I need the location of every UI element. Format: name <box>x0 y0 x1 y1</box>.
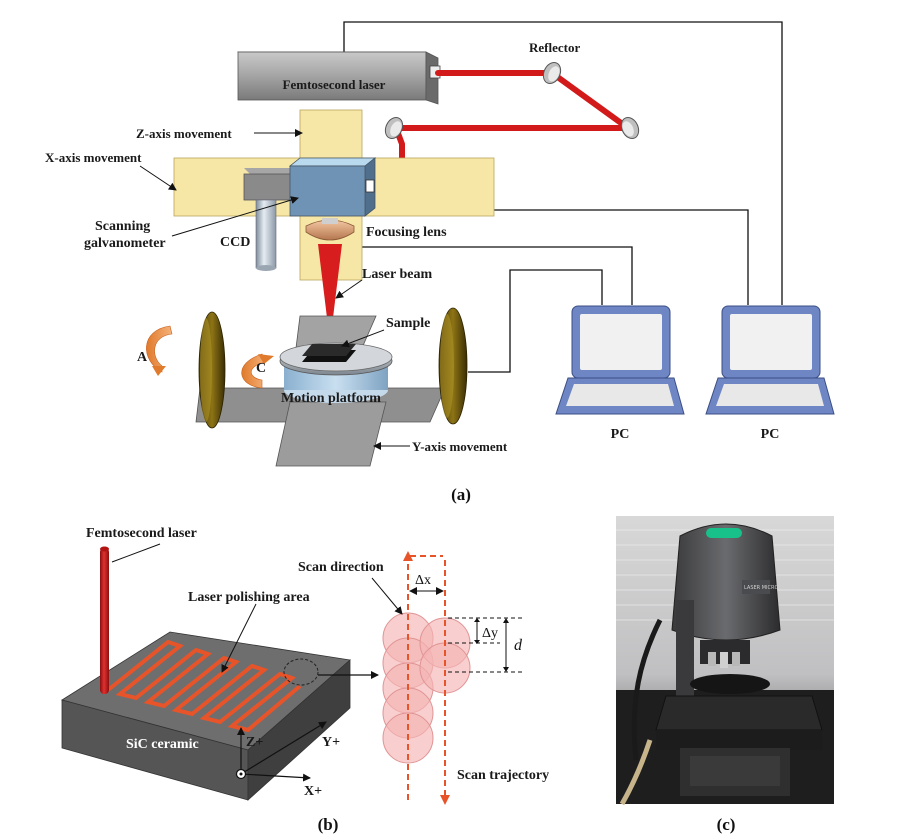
device-text: LASER MICROSCOPE <box>744 585 795 591</box>
femtosecond-laser-b-label: Femtosecond laser <box>86 526 197 541</box>
dimension-marks: Δx Δy d <box>409 573 523 673</box>
scanning-label-line2: galvanometer <box>84 236 166 251</box>
panel-c-photo: LASER MICROSCOPE <box>616 516 834 806</box>
d-label: d <box>514 637 523 654</box>
panel-c-caption: (c) <box>717 815 736 834</box>
panel-a: Femtosecond laser Reflector <box>45 21 835 504</box>
pc-right: PC <box>705 305 835 442</box>
laser-spots <box>382 612 471 764</box>
delta-x-label: Δx <box>415 573 431 588</box>
panel-a-annotations: Z-axis movement X-axis movement Scanning… <box>45 126 508 454</box>
z-axis-label: Z-axis movement <box>136 126 232 141</box>
y-plus-label: Y+ <box>322 735 340 750</box>
panel-b-caption: (b) <box>318 815 339 834</box>
polishing-area-label: Laser polishing area <box>188 590 310 605</box>
rotation-c-label: C <box>256 361 266 376</box>
sic-label: SiC ceramic <box>126 737 199 752</box>
x-axis-label: X-axis movement <box>45 150 142 165</box>
ccd-label: CCD <box>220 235 250 250</box>
pc-left-label: PC <box>611 427 630 442</box>
scan-direction-label: Scan direction <box>298 560 384 575</box>
pc-left: PC <box>555 305 685 442</box>
sample-label: Sample <box>386 316 430 331</box>
scan-lines <box>403 551 450 805</box>
scan-direction-leader <box>371 577 403 615</box>
y-axis-label: Y-axis movement <box>412 439 508 454</box>
panel-b: SiC ceramic Femtosecond laser Laser poli… <box>61 526 549 834</box>
rotation-stage: A C Motion platform <box>137 307 468 467</box>
x-plus-label: X+ <box>304 784 322 799</box>
axes-indicator: Z+ Y+ X+ <box>235 721 340 799</box>
laser-leader <box>111 543 161 563</box>
control-wires <box>343 21 783 373</box>
reflector-label: Reflector <box>529 40 580 55</box>
z-plus-label: Z+ <box>246 735 263 750</box>
scanning-label-line1: Scanning <box>95 219 150 234</box>
femtosecond-laser-box: Femtosecond laser <box>237 51 441 105</box>
scanning-galvanometer <box>288 157 377 217</box>
laser-beam-cone <box>318 244 342 326</box>
panel-a-caption: (a) <box>451 485 471 504</box>
focusing-lens-label: Focusing lens <box>366 225 447 240</box>
sic-ceramic-block: SiC ceramic <box>61 631 351 801</box>
delta-y-label: Δy <box>482 626 498 641</box>
femtosecond-laser-label: Femtosecond laser <box>283 77 386 92</box>
pc-right-label: PC <box>761 427 780 442</box>
laser-rod <box>100 546 109 694</box>
scan-trajectory-label: Scan trajectory <box>457 768 549 783</box>
motion-platform-label: Motion platform <box>281 391 381 406</box>
rotation-a-label: A <box>137 350 148 365</box>
focusing-lens: Focusing lens <box>305 218 447 241</box>
ccd-camera: CCD <box>220 168 306 271</box>
laser-beam-label: Laser beam <box>362 267 432 282</box>
polishing-leader <box>221 603 257 673</box>
